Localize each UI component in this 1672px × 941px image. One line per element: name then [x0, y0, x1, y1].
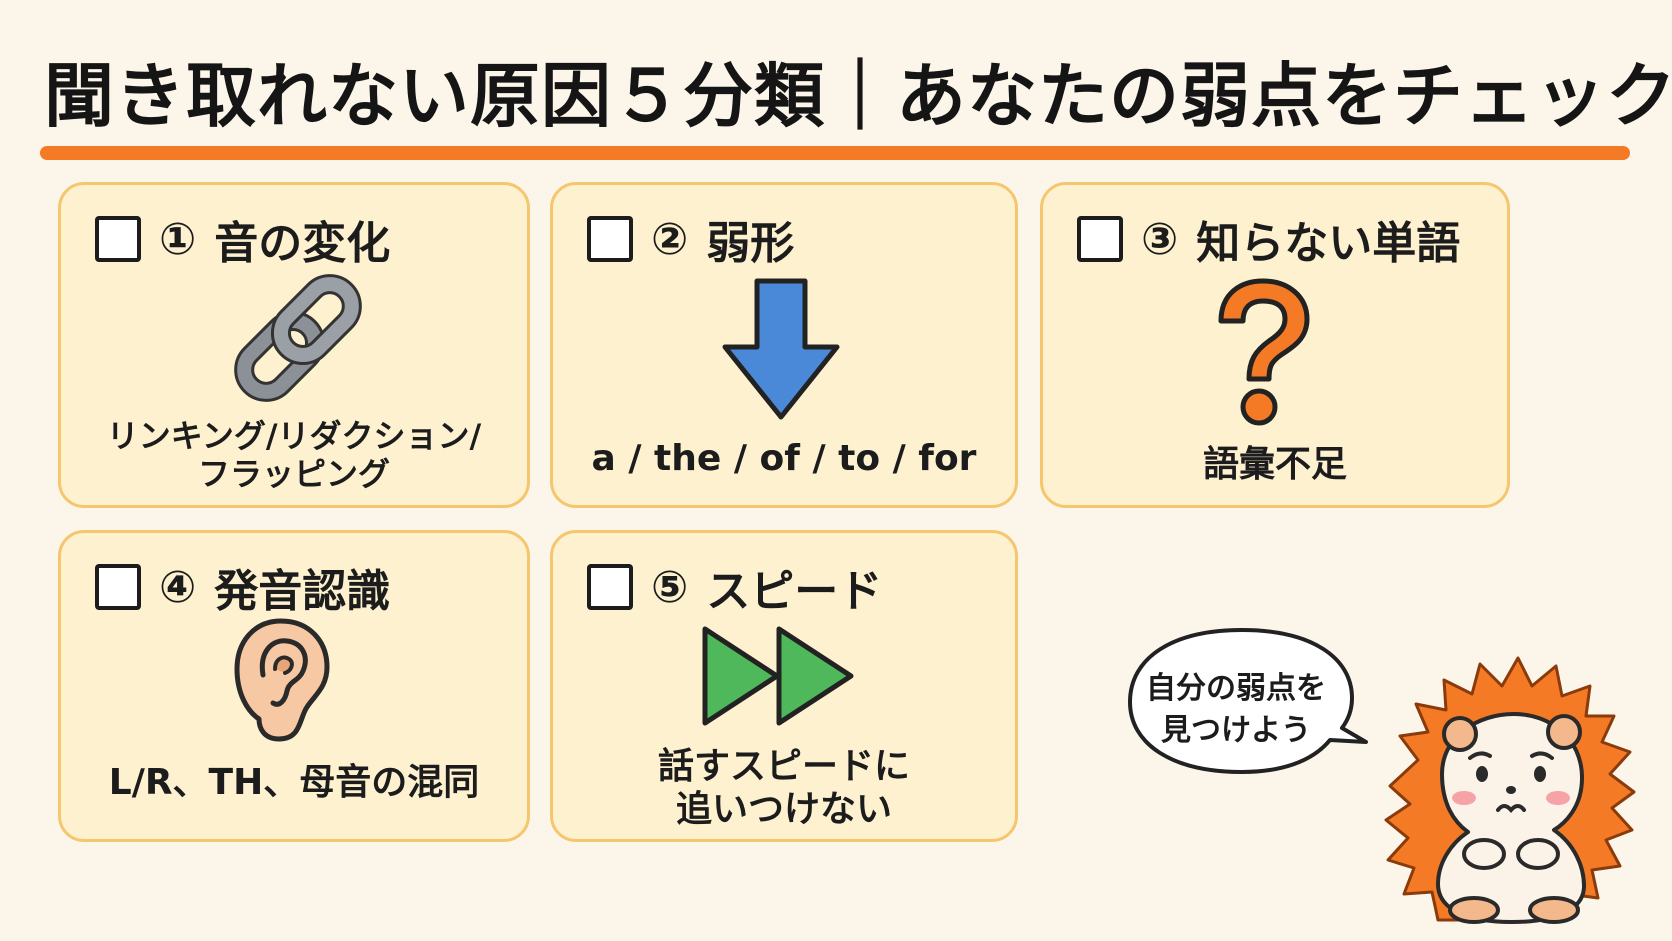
card-heading: 知らない単語 [1196, 218, 1461, 269]
cause-card-unknown-words: ③ 知らない単語 語彙不足 [1040, 182, 1510, 508]
cause-card-sound-change: ① 音の変化 リンキング/リダクション/ フラッピング [58, 182, 530, 508]
checkbox[interactable] [1077, 216, 1123, 262]
cause-card-weak-form: ② 弱形 a / the / of / to / for [550, 182, 1018, 508]
card-heading: 弱形 [706, 218, 795, 269]
hedgehog-mascot-icon [1384, 656, 1636, 924]
card-heading: 発音認識 [214, 566, 391, 617]
card-heading: スピード [706, 566, 883, 617]
card-caption: リンキング/リダクション/ フラッピング [106, 417, 482, 494]
title-underline [40, 146, 1630, 160]
card-caption: 話すスピードに 追いつけない [657, 746, 910, 831]
page-title: 聞き取れない原因５分類｜あなたの弱点をチェック [44, 55, 1672, 137]
checkbox[interactable] [587, 564, 633, 610]
card-number: ① [159, 213, 197, 265]
card-heading: 音の変化 [214, 218, 391, 269]
down-arrow-icon [722, 278, 840, 420]
card-number: ② [651, 213, 689, 265]
checkbox[interactable] [95, 564, 141, 610]
card-caption: 語彙不足 [1202, 444, 1347, 485]
card-number: ⑤ [651, 561, 689, 613]
checkbox[interactable] [587, 216, 633, 262]
card-caption: a / the / of / to / for [591, 438, 977, 479]
fast-forward-icon [702, 626, 854, 726]
speech-bubble: 自分の弱点を 見つけよう [1116, 624, 1370, 780]
chain-link-icon [234, 274, 362, 402]
cause-card-speed: ⑤ スピード 話すスピードに 追いつけない [550, 530, 1018, 842]
card-number: ④ [159, 561, 197, 613]
speech-bubble-text: 自分の弱点を 見つけよう [1146, 671, 1326, 748]
card-number: ③ [1141, 213, 1179, 265]
checkbox[interactable] [95, 216, 141, 262]
question-mark-icon [1218, 278, 1310, 426]
card-caption: L/R、TH、母音の混同 [108, 762, 480, 803]
cause-card-pronunciation: ④ 発音認識 L/R、TH、母音の混同 [58, 530, 530, 842]
ear-icon [234, 618, 330, 742]
